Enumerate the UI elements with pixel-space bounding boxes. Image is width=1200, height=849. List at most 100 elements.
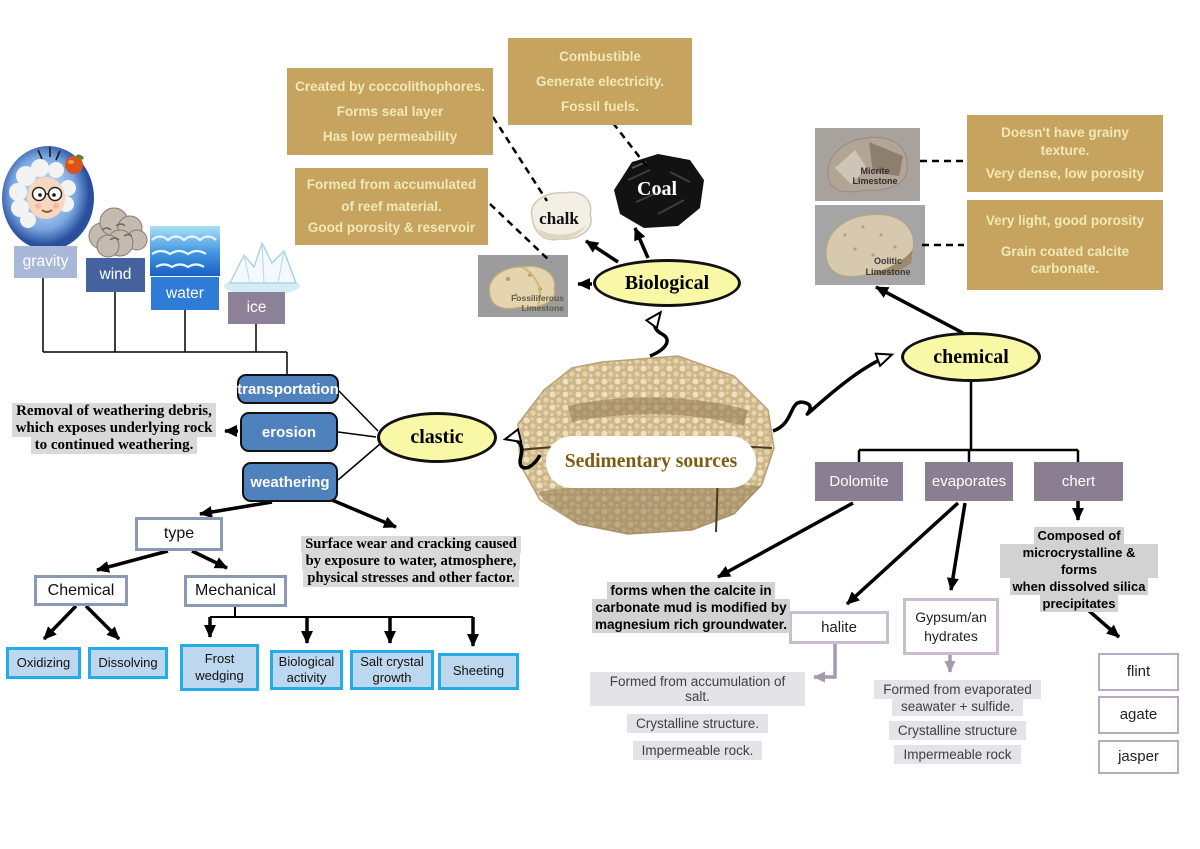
dissolving-box: Dissolving [88,647,168,679]
type-label: type [163,525,195,542]
salt-crystal-growth-label: Salt crystal growth [360,653,424,685]
chemical-tree-connector [857,382,1080,462]
oolitic-info-box: Very light, good porosity Grain coated c… [967,200,1163,290]
gypsum-note-line: Impermeable rock [894,745,1021,764]
agent-box-wind: wind [86,258,145,292]
agate-label: agate [1119,706,1158,724]
dissolving-label: Dissolving [98,654,158,670]
mechanical-weathering-box: Mechanical [184,575,287,607]
salt-crystal-growth-box: Salt crystal growth [350,650,434,690]
fossiliferous-limestone-image: Fossiliferous Limestone [478,255,568,317]
reef-info-box: Formed from accumulated of reef material… [295,168,488,245]
dolomite-label: Dolomite [829,473,889,490]
oxidizing-label: Oxidizing [16,654,71,670]
frost-wedging-label: Frost wedging [195,651,244,683]
branch-oval-chemical: chemical [901,332,1041,382]
weathering-note: Surface wear and cracking caused by expo… [298,536,524,587]
sheeting-label: Sheeting [452,663,505,679]
gypsum-label: Gypsum/an hydrates [915,609,987,644]
reef-info-line: Good porosity & reservoir [307,220,476,236]
halite-box: halite [789,611,889,644]
erosion-note: Removal of weathering debris, which expo… [8,403,220,454]
micrite-info-line: Very dense, low porosity [985,166,1145,182]
dolomite-note: forms when the calcite in carbonate mud … [583,582,799,633]
evaporates-box: evaporates [925,462,1013,501]
weathering-label: weathering [250,473,330,491]
central-topic-pill: Sedimentary sources [546,436,756,488]
agent-box-gravity: gravity [14,246,77,278]
process-box-transportation: transportation [237,374,339,404]
micrite-info-box: Doesn't have grainy texture. Very dense,… [967,115,1163,192]
dolomite-note-line: magnesium rich groundwater. [591,616,791,633]
central-topic-label: Sedimentary sources [564,451,738,472]
erosion-note-line: which exposes underlying rock [11,420,217,437]
dolomite-box: Dolomite [815,462,903,501]
chert-note-line: microcrystalline & forms [1000,544,1158,578]
coal-info-box: Combustible Generate electricity. Fossil… [508,38,692,125]
wind-cloud-image [80,196,150,264]
erosion-label: erosion [261,423,317,441]
agate-box: agate [1098,696,1179,734]
micrite-info-line: Doesn't have grainy texture. [1001,125,1129,158]
chert-box: chert [1034,462,1123,501]
agent-box-ice: ice [228,292,285,324]
water-label: water [166,284,204,302]
weathering-note-line: Surface wear and cracking caused [301,536,521,553]
jasper-box: jasper [1098,740,1179,774]
coal-rock-image: Coal [606,150,708,232]
halite-note-line: Impermeable rock. [632,741,763,760]
sheeting-box: Sheeting [438,653,519,690]
reef-info-line: Formed from accumulated [306,177,477,193]
oolitic-info-line: Very light, good porosity [985,213,1145,229]
chemical-label: chemical [933,345,1009,368]
newton-cartoon-image [0,138,96,250]
frost-wedging-box: Frost wedging [180,644,259,691]
wind-label: wind [99,266,132,283]
clastic-links [337,389,381,481]
oolitic-caption: Oolitic Limestone [865,256,911,277]
sedimentary-rock-image: Sedimentary sources [510,352,782,538]
dolomite-note-line: forms when the calcite in [607,582,775,599]
oolitic-info-line: Grain coated calcite carbonate. [1000,243,1130,277]
branch-oval-clastic: clastic [377,412,497,463]
mechanical-weathering-label: Mechanical [195,582,276,599]
evaporates-label: evaporates [931,473,1007,490]
branch-oval-biological: Biological [593,259,741,307]
erosion-note-line: Removal of weathering debris, [12,403,216,420]
micrite-caption: Micrite Limestone [852,166,898,187]
halite-note: Formed from accumulation of salt. Crysta… [590,672,805,760]
biological-label: Biological [624,271,710,294]
chert-label: chert [1061,473,1096,490]
biological-activity-label: Biological activity [278,653,335,685]
erosion-note-line: to continued weathering. [30,437,198,454]
coal-info-line: Generate electricity. [535,73,665,89]
gypsum-note-line: seawater + sulfide. [892,697,1023,716]
oxidizing-box: Oxidizing [6,647,81,679]
jasper-label: jasper [1118,748,1159,766]
chalk-info-line: Forms seal layer [336,103,444,119]
chalk-rock-image: chalk [518,183,600,247]
coal-info-line: Fossil fuels. [560,98,640,114]
process-box-erosion: erosion [240,412,338,452]
chert-note: Composed of microcrystalline & forms whe… [1000,527,1158,612]
chert-note-line: Composed of [1034,527,1124,544]
halite-note-line: Crystalline structure. [626,714,769,733]
biological-activity-box: Biological activity [270,650,343,690]
iceberg-image [222,237,302,297]
fossiliferous-caption: Fossiliferous Limestone [511,293,564,314]
gypsum-note-line: Formed from evaporated [874,680,1041,699]
gravity-label: gravity [22,253,69,270]
reef-info-line: of reef material. [341,198,442,214]
coal-rock-label: Coal [637,178,677,200]
oolitic-limestone-image: Oolitic Limestone [815,205,925,285]
chalk-info-box: Created by coccolithophores. Forms seal … [287,68,493,155]
chalk-rock-label: chalk [539,209,579,228]
flint-label: flint [1126,663,1151,681]
ice-label: ice [246,299,267,316]
chert-note-line: precipitates [1039,595,1119,612]
transportation-label: transportation [237,380,339,398]
coal-info-line: Combustible [559,48,641,64]
chert-note-line: when dissolved silica [1009,578,1149,595]
micrite-limestone-image: Micrite Limestone [815,128,920,201]
